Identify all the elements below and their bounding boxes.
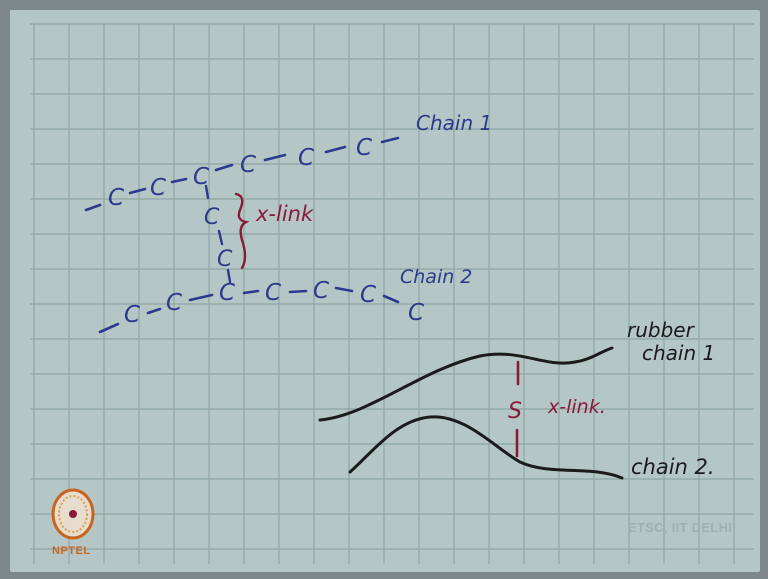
bond-line	[380, 136, 400, 144]
bond-line	[146, 307, 162, 315]
chain-2	[98, 286, 400, 334]
rubber-chain-1-curve	[318, 346, 614, 422]
nptel-logo	[51, 488, 95, 540]
carbon-atom: C	[240, 152, 256, 178]
rubber-chain-1-label: chain 1	[642, 341, 715, 365]
carbon-atom: C	[356, 135, 372, 161]
carbon-atom: C	[204, 205, 220, 230]
carbon-atom: C	[265, 280, 281, 306]
bond-line	[334, 286, 354, 293]
bond-line	[242, 289, 260, 295]
bond-line	[324, 145, 347, 154]
crosslink-brace	[234, 192, 250, 270]
bond-line	[382, 294, 400, 304]
bond-line	[226, 268, 232, 284]
carbon-atom: C	[108, 185, 124, 211]
chain-1-carbons: C C C C C C	[108, 135, 372, 211]
carbon-atom: C	[219, 280, 235, 306]
watermark: ETSC, IIT DELHI	[628, 520, 733, 535]
logo-spokes	[58, 495, 88, 533]
carbon-atom: C	[408, 300, 424, 326]
carbon-atom: C	[124, 302, 140, 328]
bond-line	[188, 293, 214, 302]
rubber-chain-2-label: chain 2.	[631, 455, 715, 479]
carbon-atom: C	[360, 282, 376, 308]
bond-line	[98, 322, 120, 334]
grid-lines	[30, 23, 754, 564]
crosslink-bonds	[204, 184, 232, 284]
rubber-chain-2-curve	[348, 415, 624, 480]
nptel-logo-text: NPTEL	[52, 545, 91, 557]
carbon-atom: C	[298, 145, 314, 171]
bond-line	[204, 184, 210, 200]
chain-2-carbons: C C C C C C C	[124, 278, 424, 328]
bond-line	[128, 187, 147, 195]
carbon-atom: C	[150, 175, 166, 201]
chain-1-label: Chain 1	[416, 111, 492, 135]
carbon-atom: C	[313, 278, 329, 304]
bond-line	[288, 289, 308, 294]
rubber-crosslink-label: x-link.	[547, 396, 606, 418]
bond-line	[84, 203, 102, 212]
chain-2-label: Chain 2	[400, 266, 472, 288]
rubber-label: rubber	[627, 318, 696, 342]
crosslink-label: x-link	[255, 202, 314, 226]
logo-hub	[69, 510, 77, 518]
carbon-atom: C	[166, 290, 182, 316]
sulfur-atom: S	[508, 399, 522, 424]
chain-1	[84, 136, 400, 212]
sulfur-bridge	[515, 360, 520, 458]
carbon-atom: C	[217, 247, 233, 272]
bond-line	[170, 177, 188, 184]
bond-line	[263, 153, 287, 162]
grid-paper-board	[10, 10, 760, 572]
carbon-atom: C	[193, 164, 209, 190]
bond-line	[214, 163, 234, 172]
bond-line	[217, 229, 224, 246]
